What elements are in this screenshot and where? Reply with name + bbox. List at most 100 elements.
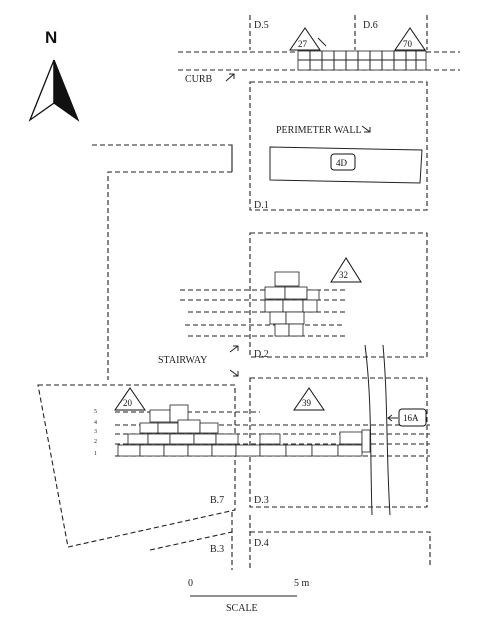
curved-wall-16a <box>364 344 391 516</box>
stair-stone <box>169 404 189 423</box>
unit-d3-outline <box>249 377 428 508</box>
stair-stone <box>302 299 318 313</box>
feature-markers: 27 70 32 39 20 <box>114 27 426 411</box>
perimeter-wall-block <box>269 146 423 184</box>
scale-title: SCALE <box>226 603 258 614</box>
step-number: 5 <box>94 409 97 415</box>
north-label: N <box>45 28 57 47</box>
stair-stone <box>269 311 287 325</box>
annotations: CURB PERIMETER WALL STAIRWAY <box>158 73 398 422</box>
svg-text:16A: 16A <box>403 413 419 423</box>
svg-text:20: 20 <box>123 398 133 408</box>
stair-stone <box>274 323 290 337</box>
boxed-markers: 4D 16A <box>330 153 427 427</box>
stairway-label: STAIRWAY <box>158 355 207 366</box>
unit-label-b7: B.7 <box>210 495 224 506</box>
unit-label-d2: D.2 <box>254 349 269 360</box>
stair-stone <box>235 444 261 457</box>
north-arrow: N <box>28 28 80 122</box>
stair-stones-d2 <box>180 271 345 337</box>
boxed-marker-16a: 16A <box>398 408 427 427</box>
stair-stone <box>215 433 239 445</box>
step-number: 3 <box>94 429 97 435</box>
unit-labels: D.5 D.6 D.1 D.2 D.3 D.4 B.7 B.3 <box>210 20 378 555</box>
stair-stone <box>259 444 287 457</box>
step-number: 4 <box>94 420 97 426</box>
curb-arrow <box>225 73 235 82</box>
unit-outlines <box>37 15 460 570</box>
stair-stone <box>177 419 201 434</box>
stairway-arrow-up <box>229 345 239 353</box>
stair-stone <box>274 271 300 287</box>
scale-end-label: 5 m <box>294 578 310 589</box>
perimeter-wall-arrow <box>361 125 371 133</box>
stair-stone <box>284 286 308 300</box>
stair-stone <box>127 433 149 445</box>
curb-joints <box>298 51 426 70</box>
unit-d4-outline <box>250 531 431 565</box>
perimeter-wall-label: PERIMETER WALL <box>276 125 362 136</box>
scale-bar: 0 5 m SCALE <box>188 578 310 614</box>
stair-stone <box>149 409 171 423</box>
boxed-marker-4d: 4D <box>330 153 356 171</box>
svg-text:4D: 4D <box>336 158 348 168</box>
step-number: 2 <box>94 439 97 445</box>
stair-stone <box>285 311 305 325</box>
marker-27-arrow <box>317 37 327 47</box>
stair-stone <box>264 286 286 300</box>
stair-stone <box>339 431 363 445</box>
stair-stone <box>147 433 171 445</box>
svg-text:32: 32 <box>339 270 348 280</box>
step-number: 1 <box>94 451 97 457</box>
unit-b7-outline <box>37 384 236 548</box>
marker-16a-arrow <box>387 414 398 422</box>
unit-d2-outline <box>249 232 428 358</box>
feature-marker-20: 20 <box>114 387 146 411</box>
unit-label-b3: B.3 <box>210 544 224 555</box>
stairway-stones <box>115 404 430 457</box>
svg-text:39: 39 <box>302 398 312 408</box>
stair-stone <box>211 444 237 457</box>
svg-text:27: 27 <box>298 39 308 49</box>
stair-stone <box>169 433 195 445</box>
stair-stone <box>361 429 371 453</box>
stair-stone <box>311 444 339 457</box>
stair-step-lines-d2 <box>180 289 345 337</box>
unit-b3-outline <box>149 531 233 551</box>
stair-stone <box>193 433 217 445</box>
stairway-arrow-down <box>229 369 239 377</box>
feature-marker-32: 32 <box>330 257 362 283</box>
stair-stone <box>139 422 159 434</box>
curb-label: CURB <box>185 74 213 85</box>
stair-stone <box>282 299 304 313</box>
feature-marker-70: 70 <box>394 27 426 51</box>
step-numbers: 5 4 3 2 1 <box>94 409 97 457</box>
stair-stone <box>163 444 189 457</box>
stair-stone <box>264 299 284 313</box>
north-arrow-left-half <box>28 59 55 122</box>
stair-stone <box>337 444 363 457</box>
stair-stone <box>199 422 219 434</box>
stair-stone <box>139 444 165 457</box>
unit-label-d4: D.4 <box>254 538 269 549</box>
stair-stone <box>285 444 313 457</box>
svg-text:70: 70 <box>403 39 413 49</box>
stair-stone <box>288 323 304 337</box>
stair-stone <box>187 444 213 457</box>
unit-d1-outline <box>249 81 428 211</box>
stair-stone <box>306 289 320 301</box>
west-wall-outline <box>92 144 233 380</box>
unit-label-d6: D.6 <box>363 20 378 31</box>
north-arrow-right-half <box>53 59 80 122</box>
unit-label-d5: D.5 <box>254 20 269 31</box>
feature-marker-27: 27 <box>289 27 321 51</box>
stair-stone <box>157 422 179 434</box>
unit-label-d3: D.3 <box>254 495 269 506</box>
stair-stone <box>117 444 141 457</box>
feature-marker-39: 39 <box>293 387 325 411</box>
scale-start-label: 0 <box>188 578 193 589</box>
stair-stone <box>259 433 281 445</box>
unit-label-d1: D.1 <box>254 200 269 211</box>
curb-stones <box>297 50 427 71</box>
